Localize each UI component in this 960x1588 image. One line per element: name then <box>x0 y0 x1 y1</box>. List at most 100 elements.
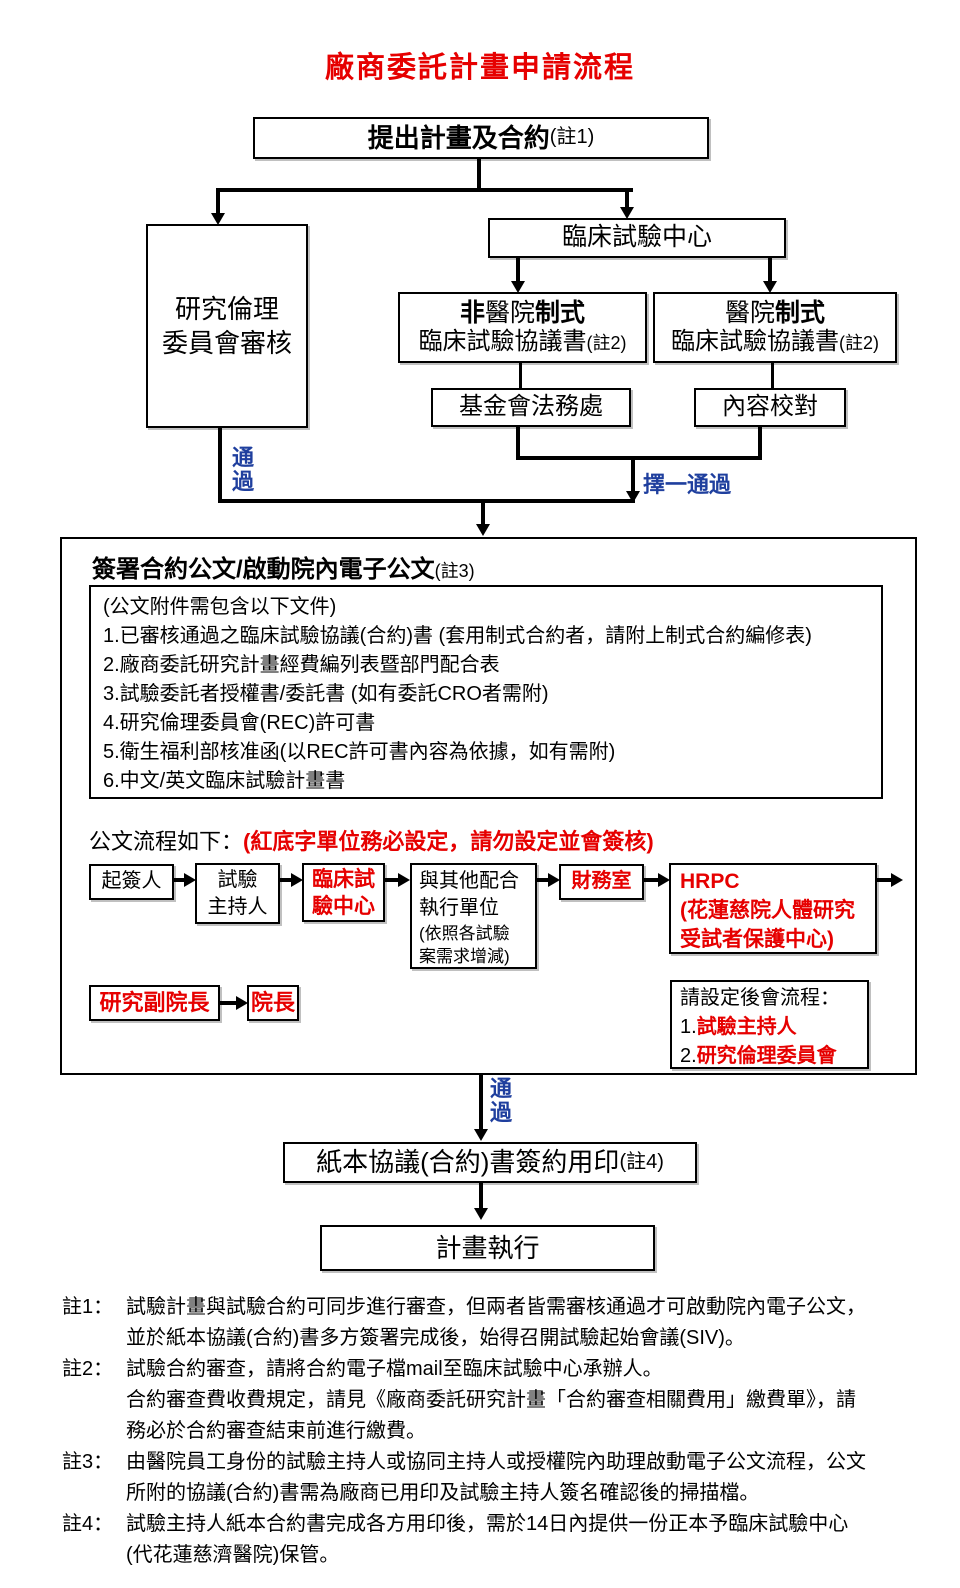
ethics-line1: 研究倫理 <box>174 294 279 324</box>
nonhospital-seg1: 非 <box>459 298 485 327</box>
footnote-3: 註3： 由醫院員工身份的試驗主持人或協同主持人或授權院內助理啟動電子公文流程，公… <box>62 1447 952 1509</box>
arrowhead-mainbox-paper <box>474 1129 488 1141</box>
route-line-2 <box>280 878 291 882</box>
route-line-1 <box>174 878 184 882</box>
post-flow-item-1: 1.試驗主持人 <box>680 1013 797 1042</box>
box-route-clinical-trial-center: 臨床試 驗中心 <box>302 863 385 922</box>
box-principal-investigator: 試驗 主持人 <box>195 863 280 924</box>
other-units-line1: 與其他配合 <box>419 870 519 892</box>
nonhospital-line1: 非醫院制式 <box>460 299 585 329</box>
connector-to-ctc <box>625 188 629 208</box>
nonhospital-seg3: 制式 <box>535 298 586 327</box>
box-foundation-legal-office: 基金會法務處 <box>431 388 631 427</box>
connector-hospital-proofread <box>771 363 774 388</box>
mainbox-header-note: (註3) <box>434 561 475 581</box>
other-units-line2: 執行單位 <box>419 897 499 919</box>
box-submit-plan: 提出計畫及合約(註1) <box>253 117 709 159</box>
post-flow-item-1-num: 1. <box>680 1016 697 1038</box>
post-flow-item-2-num: 2. <box>680 1045 697 1067</box>
hospital-seg1: 醫院 <box>724 298 775 327</box>
route-line-6 <box>220 1001 236 1005</box>
hospital-line2-text: 臨床試驗協議書 <box>671 328 839 356</box>
hospital-line1: 醫院制式 <box>725 299 825 329</box>
nonhospital-line2-text: 臨床試驗協議書 <box>418 328 587 356</box>
connector-low-line <box>218 499 635 503</box>
post-flow-title: 請設定後會流程： <box>680 987 840 1009</box>
box-clinical-trial-center: 臨床試驗中心 <box>488 218 786 258</box>
paper-sign-text: 紙本協議(合約)書簽約用印 <box>316 1147 620 1178</box>
footnote-1-text: 試驗計畫與試驗合約可同步進行審查，但兩者皆需審核通過才可啟動院內電子公文， 並於… <box>126 1292 866 1354</box>
footnote-2-line-1: 試驗合約審查，請將合約電子檔mail至臨床試驗中心承辦人。 <box>126 1358 663 1380</box>
hospital-seg2: 制式 <box>775 298 826 327</box>
footnote-3-line-1: 由醫院員工身份的試驗主持人或協同主持人或授權院內助理啟動電子公文流程，公文 <box>126 1451 866 1473</box>
connector-branch-line <box>216 188 633 192</box>
other-units-sub1: (依照各試驗 <box>419 924 510 943</box>
attachment-item-6: 6.中文/英文臨床試驗計畫書 <box>103 770 346 792</box>
route-ctc-line2: 驗中心 <box>312 894 375 918</box>
connector-merge-line <box>516 456 762 460</box>
box-submit-plan-note: (註1) <box>549 126 595 149</box>
footnote-2-line-2: 合約審查費收費規定，請見《廠商委託研究計畫「合約審查相關費用」繳費單》，請 <box>126 1389 856 1411</box>
footnote-4-label: 註4： <box>62 1513 114 1535</box>
connector-to-ethics <box>216 188 220 214</box>
arrowhead-to-ethics <box>211 213 225 225</box>
connector-paper-execute <box>479 1183 483 1209</box>
label-pass-bottom: 通過 <box>490 1076 513 1125</box>
route-intro-line: 公文流程如下：(紅底字單位務必設定，請勿設定並會簽核) <box>89 824 654 856</box>
box-hospital-protocol: 醫院制式 臨床試驗協議書(註2) <box>653 292 897 363</box>
footnote-2: 註2： 試驗合約審查，請將合約電子檔mail至臨床試驗中心承辦人。 合約審查費收… <box>62 1354 952 1447</box>
attachment-item-3: 3.試驗委託者授權書/委託書 (如有委託CRO者需附) <box>103 683 549 705</box>
page-title: 廠商委託計畫申請流程 <box>324 52 635 84</box>
footnote-1-label: 註1： <box>62 1296 114 1318</box>
execute-label: 計畫執行 <box>435 1232 540 1263</box>
connector-into-mainbox <box>481 503 485 525</box>
box-paper-agreement-sign: 紙本協議(合約)書簽約用印(註4) <box>283 1142 697 1183</box>
other-units-sub2: 案需求增減) <box>419 947 510 966</box>
route-arrow-4 <box>548 873 560 887</box>
vp-label: 研究副院長 <box>99 990 210 1016</box>
footnote-4-line-2: (代花蓮慈濟醫院)保管。 <box>126 1544 340 1566</box>
attachment-item-4: 4.研究倫理委員會(REC)許可書 <box>103 712 376 734</box>
arrowhead-into-mainbox <box>476 524 490 536</box>
connector-ctc-nonhospital <box>516 258 520 282</box>
footnote-2-label: 註2： <box>62 1358 114 1380</box>
footnote-3-label: 註3： <box>62 1451 114 1473</box>
hospital-note: (註2) <box>839 333 879 354</box>
footnote-3-line-2: 所附的協議(合約)書需為廠商已用印及試驗主持人簽名確認後的掃描檔。 <box>126 1482 760 1504</box>
nonhospital-note: (註2) <box>586 333 627 354</box>
route-arrow-5 <box>658 873 670 887</box>
attachment-item-2: 2.廠商委託研究計畫經費編列表暨部門配合表 <box>103 654 500 676</box>
route-arrow-2 <box>291 873 303 887</box>
post-flow-item-1-text: 試驗主持人 <box>696 1016 797 1038</box>
route-arrow-1 <box>184 873 196 887</box>
connector-ethics-down <box>218 428 222 503</box>
route-line-5 <box>644 878 658 882</box>
connector-submit-stub <box>477 159 481 190</box>
box-other-cooperating-units: 與其他配合 執行單位 (依照各試驗 案需求增減) <box>410 863 537 969</box>
hospital-line2: 臨床試驗協議書(註2) <box>671 328 879 356</box>
post-flow-item-2-text: 研究倫理委員會 <box>696 1045 837 1067</box>
hrpc-line2: (花蓮慈院人體研究 <box>680 899 855 922</box>
route-arrow-exit <box>891 873 903 887</box>
hrpc-line1: HRPC <box>680 870 740 893</box>
footnote-1-line-1: 試驗計畫與試驗合約可同步進行審查，但兩者皆需審核通過才可啟動院內電子公文， <box>126 1296 866 1318</box>
route-arrow-6 <box>236 996 248 1010</box>
box-post-flow-note: 請設定後會流程： 1.試驗主持人 2.研究倫理委員會 <box>670 980 869 1069</box>
paper-sign-note: (註4) <box>619 1150 664 1173</box>
footnote-4-line-1: 試驗主持人紙本合約書完成各方用印後，需於14日內提供一份正本予臨床試驗中心 <box>126 1513 849 1535</box>
initiator-label: 起簽人 <box>101 870 162 893</box>
footnote-1: 註1： 試驗計畫與試驗合約可同步進行審查，但兩者皆需審核通過才可啟動院內電子公文… <box>62 1292 952 1354</box>
label-pass-left: 通過 <box>232 445 255 494</box>
ethics-line2: 委員會審核 <box>161 328 292 358</box>
box-research-vice-superintendent: 研究副院長 <box>89 985 220 1021</box>
footnote-4: 註4： 試驗主持人紙本合約書完成各方用印後，需於14日內提供一份正本予臨床試驗中… <box>62 1509 952 1571</box>
post-flow-item-2: 2.研究倫理委員會 <box>680 1042 837 1071</box>
route-ctc-line1: 臨床試 <box>312 867 375 891</box>
president-label: 院長 <box>250 990 295 1016</box>
box-hrpc: HRPC (花蓮慈院人體研究 受試者保護中心) <box>669 863 877 954</box>
footnote-4-text: 試驗主持人紙本合約書完成各方用印後，需於14日內提供一份正本予臨床試驗中心 (代… <box>126 1509 848 1571</box>
connector-mainbox-paper <box>479 1075 483 1130</box>
box-submit-plan-label: 提出計畫及合約 <box>367 122 550 153</box>
label-pass-one: 擇一通過 <box>643 472 732 497</box>
box-research-ethics-review: 研究倫理 委員會審核 <box>146 224 308 428</box>
